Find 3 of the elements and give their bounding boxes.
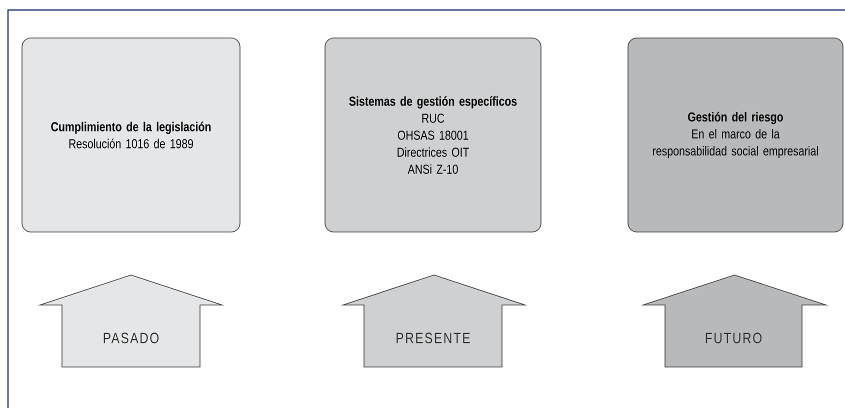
rounded-box: Gestión del riesgo En el marco de la responsabilidad social empresarial — [628, 38, 844, 232]
rounded-box: Cumplimiento de la legislación Resolución 1016 de 1989 — [22, 38, 240, 232]
rounded-box: Sistemas de gestión específicos RUC OHSAS 18001 Directrices OIT ANSi Z-10 — [324, 38, 542, 232]
